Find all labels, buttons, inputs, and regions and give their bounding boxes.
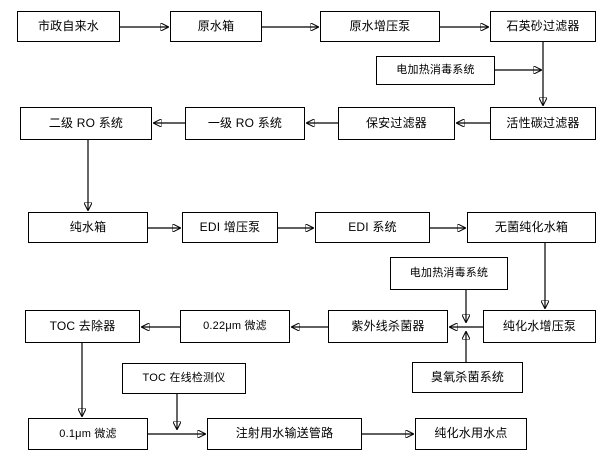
node-electric-heat-disinfection-system-1[interactable]: 电加热消毒系统 [376,56,495,85]
node-pure-water-tank[interactable]: 纯水箱 [28,212,148,243]
node-purified-water-use-point[interactable]: 纯化水用水点 [415,418,527,450]
node-security-filter[interactable]: 保安过滤器 [338,107,455,140]
node-01-micron-microfilter[interactable]: 0.1μm 微滤 [28,418,148,450]
node-purified-water-booster-pump[interactable]: 纯化水增压泵 [483,310,596,343]
node-edi-booster-pump[interactable]: EDI 增压泵 [182,212,278,243]
node-raw-water-booster-pump[interactable]: 原水增压泵 [320,11,440,42]
node-electric-heat-disinfection-system-2[interactable]: 电加热消毒系统 [390,257,508,290]
node-toc-online-analyzer[interactable]: TOC 在线检测仪 [122,363,246,394]
node-activated-carbon-filter[interactable]: 活性碳过滤器 [490,107,596,140]
node-second-stage-ro-system[interactable]: 二级 RO 系统 [20,107,152,140]
node-municipal-tap-water[interactable]: 市政自来水 [17,11,120,42]
node-first-stage-ro-system[interactable]: 一级 RO 系统 [185,107,305,140]
node-edi-system[interactable]: EDI 系统 [315,212,430,243]
node-022-micron-microfilter[interactable]: 0.22μm 微滤 [180,310,290,343]
node-ozone-sterilization-system[interactable]: 臭氧杀菌系统 [412,362,523,393]
node-uv-sterilizer[interactable]: 紫外线杀菌器 [328,310,448,343]
node-raw-water-tank[interactable]: 原水箱 [170,11,262,42]
node-quartz-sand-filter[interactable]: 石英砂过滤器 [490,11,596,42]
node-sterile-purified-water-tank[interactable]: 无菌纯化水箱 [467,212,596,243]
node-toc-remover[interactable]: TOC 去除器 [25,310,140,343]
node-wfi-distribution-pipeline[interactable]: 注射用水输送管路 [207,418,362,450]
